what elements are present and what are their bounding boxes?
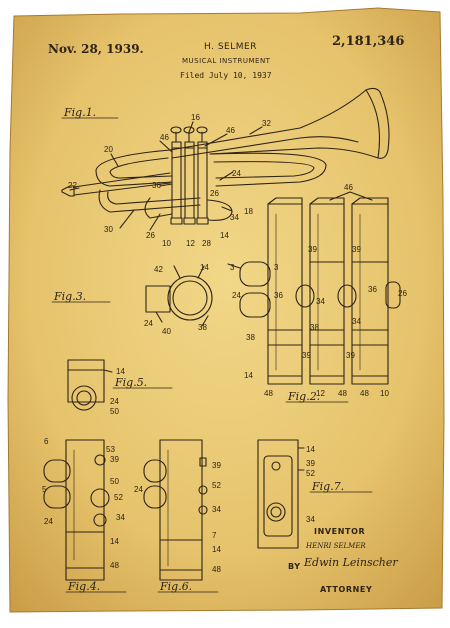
filed-date: Filed July 10, 1937 bbox=[180, 71, 272, 80]
svg-text:46: 46 bbox=[160, 133, 169, 142]
svg-text:28: 28 bbox=[202, 239, 211, 248]
svg-text:39: 39 bbox=[302, 351, 311, 360]
fig4-label: Fig.4. bbox=[68, 580, 101, 593]
svg-text:36: 36 bbox=[368, 285, 377, 294]
svg-text:3: 3 bbox=[274, 263, 279, 272]
svg-text:38: 38 bbox=[310, 323, 319, 332]
svg-text:48: 48 bbox=[264, 389, 273, 398]
svg-text:10: 10 bbox=[162, 239, 171, 248]
svg-text:24: 24 bbox=[232, 169, 241, 178]
inventor-header: H. SELMER bbox=[204, 42, 257, 52]
svg-text:24: 24 bbox=[110, 397, 119, 406]
svg-text:52: 52 bbox=[114, 493, 123, 502]
attorney-signature: Edwin Leinscher bbox=[304, 556, 398, 569]
svg-text:34: 34 bbox=[116, 513, 125, 522]
svg-text:34: 34 bbox=[352, 317, 361, 326]
svg-text:12: 12 bbox=[316, 389, 325, 398]
svg-text:16: 16 bbox=[191, 113, 200, 122]
svg-text:24: 24 bbox=[44, 517, 53, 526]
fig4-drawing bbox=[43, 439, 110, 581]
svg-text:7: 7 bbox=[212, 531, 217, 540]
svg-text:34: 34 bbox=[212, 505, 221, 514]
svg-text:53: 53 bbox=[106, 445, 115, 454]
svg-text:34: 34 bbox=[230, 213, 239, 222]
reference-numerals: 46 16 46 32 20 22 36 24 26 30 26 10 12 2… bbox=[42, 113, 407, 574]
svg-text:52: 52 bbox=[306, 469, 315, 478]
svg-text:14: 14 bbox=[110, 537, 119, 546]
svg-text:36: 36 bbox=[152, 181, 161, 190]
fig6-label: Fig.6. bbox=[160, 580, 193, 593]
svg-text:50: 50 bbox=[110, 407, 119, 416]
by-label: BY bbox=[288, 562, 301, 571]
svg-text:34: 34 bbox=[316, 297, 325, 306]
svg-text:48: 48 bbox=[338, 389, 347, 398]
svg-text:14: 14 bbox=[116, 367, 125, 376]
svg-text:46: 46 bbox=[344, 183, 353, 192]
svg-text:52: 52 bbox=[212, 481, 221, 490]
fig5-label: Fig.5. bbox=[115, 376, 148, 389]
svg-text:22: 22 bbox=[68, 181, 77, 190]
svg-text:39: 39 bbox=[110, 455, 119, 464]
svg-text:12: 12 bbox=[186, 239, 195, 248]
svg-text:30: 30 bbox=[104, 225, 113, 234]
svg-text:14: 14 bbox=[244, 371, 253, 380]
fig7-label: Fig.7. bbox=[312, 480, 345, 493]
paper-background bbox=[7, 7, 445, 613]
inventor-name: HENRI SELMER bbox=[306, 542, 366, 550]
svg-text:26: 26 bbox=[210, 189, 219, 198]
svg-text:40: 40 bbox=[162, 327, 171, 336]
svg-text:24: 24 bbox=[134, 485, 143, 494]
patent-number: 2,181,346 bbox=[332, 34, 405, 49]
fig5-drawing bbox=[67, 359, 113, 411]
svg-text:39: 39 bbox=[352, 245, 361, 254]
svg-text:10: 10 bbox=[380, 389, 389, 398]
fig2-valve-drawing bbox=[227, 191, 401, 385]
svg-text:38: 38 bbox=[246, 333, 255, 342]
svg-text:20: 20 bbox=[104, 145, 113, 154]
svg-text:14: 14 bbox=[212, 545, 221, 554]
patent-date: Nov. 28, 1939. bbox=[48, 42, 144, 56]
svg-text:46: 46 bbox=[226, 126, 235, 135]
fig6-drawing bbox=[143, 439, 208, 581]
svg-text:39: 39 bbox=[212, 461, 221, 470]
svg-text:48: 48 bbox=[212, 565, 221, 574]
trumpet-drawing bbox=[61, 87, 390, 231]
svg-text:5: 5 bbox=[42, 485, 47, 494]
svg-text:6: 6 bbox=[44, 437, 49, 446]
svg-text:24: 24 bbox=[144, 319, 153, 328]
fig2-label: Fig.2. bbox=[288, 390, 321, 403]
svg-text:48: 48 bbox=[360, 389, 369, 398]
fig3-drawing bbox=[145, 265, 213, 327]
svg-text:39: 39 bbox=[308, 245, 317, 254]
inventor-label: INVENTOR bbox=[314, 527, 366, 536]
attorney-label: ATTORNEY bbox=[320, 585, 373, 594]
fig7-drawing bbox=[257, 439, 305, 549]
svg-text:26: 26 bbox=[398, 289, 407, 298]
svg-text:50: 50 bbox=[110, 477, 119, 486]
svg-text:48: 48 bbox=[110, 561, 119, 570]
fig1-label: Fig.1. bbox=[64, 106, 97, 119]
svg-text:39: 39 bbox=[346, 351, 355, 360]
svg-text:32: 32 bbox=[262, 119, 271, 128]
svg-text:34: 34 bbox=[306, 515, 315, 524]
svg-text:38: 38 bbox=[198, 323, 207, 332]
svg-text:42: 42 bbox=[154, 265, 163, 274]
svg-text:24: 24 bbox=[232, 291, 241, 300]
svg-text:18: 18 bbox=[244, 207, 253, 216]
svg-text:26: 26 bbox=[146, 231, 155, 240]
patent-title: MUSICAL INSTRUMENT bbox=[182, 57, 271, 65]
svg-text:14: 14 bbox=[220, 231, 229, 240]
fig3-label: Fig.3. bbox=[54, 290, 87, 303]
svg-text:36: 36 bbox=[274, 291, 283, 300]
svg-text:14: 14 bbox=[200, 263, 209, 272]
svg-text:39: 39 bbox=[306, 459, 315, 468]
svg-text:3: 3 bbox=[230, 263, 235, 272]
svg-text:14: 14 bbox=[306, 445, 315, 454]
